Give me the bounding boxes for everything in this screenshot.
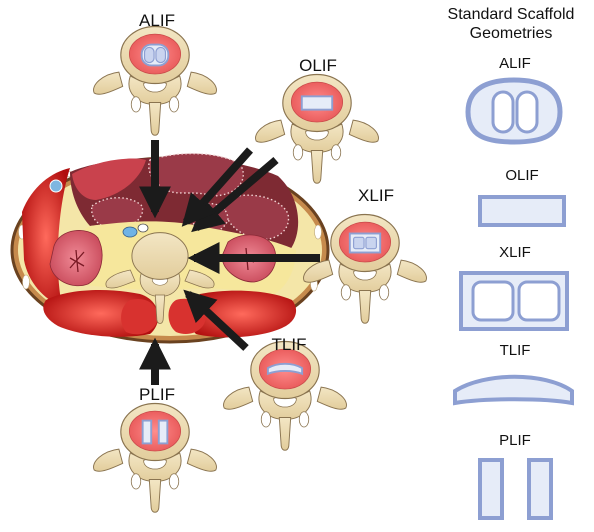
panel-xlif-label: XLIF: [499, 244, 531, 261]
plif-geometry-left: [478, 458, 504, 520]
panel-title-line1: Standard Scaffold: [447, 6, 575, 23]
alif-geometry: [465, 77, 563, 145]
abdominal-cross-section: [10, 152, 330, 344]
olif-label: OLIF: [299, 56, 337, 75]
alif-vertebra: [92, 25, 218, 136]
plif-label: PLIF: [139, 385, 175, 404]
panel-plif-label: PLIF: [499, 432, 531, 449]
panel-olif-label: OLIF: [505, 167, 539, 184]
panel-alif-label: ALIF: [499, 55, 531, 72]
xlif-label: XLIF: [358, 186, 394, 205]
plif-vertebra: [92, 402, 218, 513]
tlif-arrow: [183, 289, 249, 351]
olif-geometry: [478, 195, 566, 227]
olif-vertebra: [254, 73, 380, 184]
panel-title-line2: Geometries: [469, 25, 553, 42]
xlif-geometry: [459, 271, 569, 331]
tlif-geometry: [453, 374, 574, 406]
scaffold-geometries: [453, 77, 574, 520]
panel-title: Standard Scaffold Geometries: [431, 5, 591, 43]
plif-geometry-right: [527, 458, 553, 520]
panel-tlif-label: TLIF: [499, 342, 531, 359]
olif-arrow-2: [181, 147, 253, 227]
approach-arrows: [139, 140, 320, 385]
alif-label: ALIF: [139, 11, 175, 30]
xlif-vertebra: [302, 213, 428, 324]
tlif-vertebra: [222, 340, 348, 451]
tlif-label: TLIF: [271, 335, 307, 354]
